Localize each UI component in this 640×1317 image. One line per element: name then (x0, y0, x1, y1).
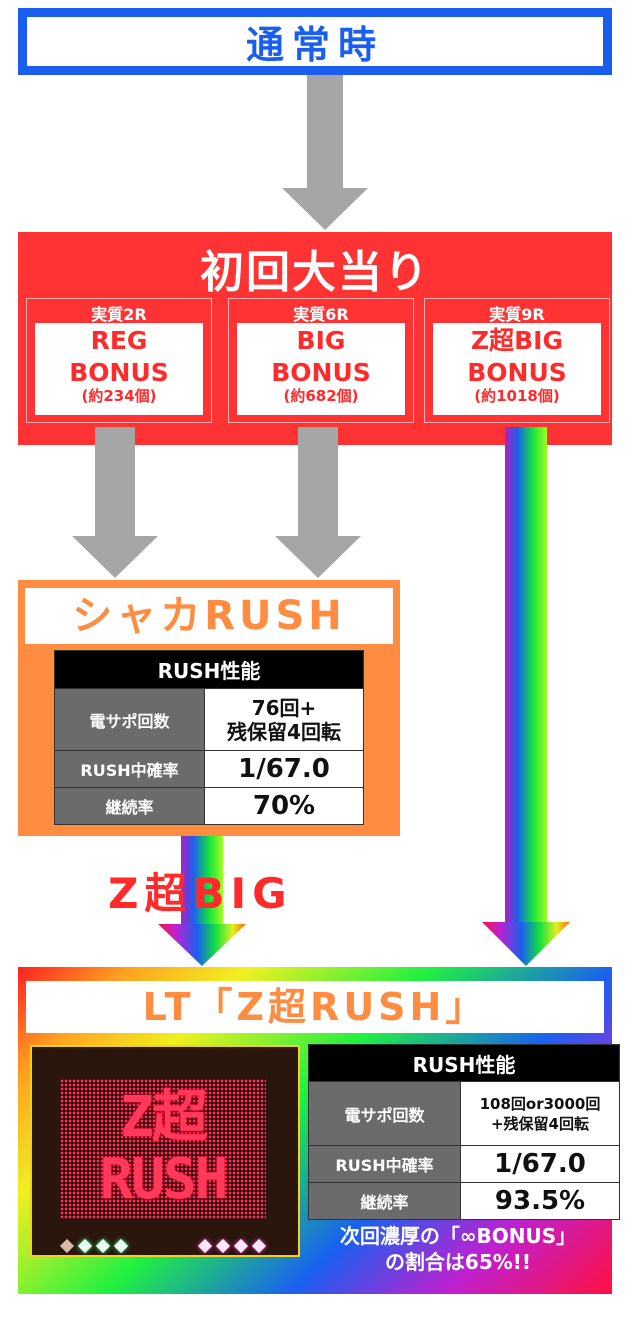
diamond-lamp-icon (233, 1238, 249, 1254)
infinity-bonus-note: 次回濃厚の「∞BONUS」 の割合は65%!! (308, 1223, 608, 1275)
row-value: 70% (204, 787, 364, 825)
lt-title-box: LT「Z超RUSH」 (26, 981, 604, 1033)
row-value-line2: +残保留4回転 (490, 1114, 589, 1133)
first-hit-title: 初回大当り (200, 247, 430, 298)
arrow-reg-to-shaka-shaft (95, 427, 135, 537)
diamond-lamp-icon (197, 1238, 213, 1254)
shaka-rush-title: シャカRUSH (72, 593, 346, 639)
diamond-lamp-icon (251, 1238, 267, 1254)
table-row: 電サポ回数 76回+ 残保留4回転 (54, 688, 364, 751)
arrow-big-to-shaka-shaft (298, 427, 338, 537)
row-value: 108回or3000回 +残保留4回転 (460, 1081, 620, 1146)
bonus-round: 実質9R (489, 305, 545, 324)
diamond-lamp-icon (113, 1238, 129, 1254)
table-row: 電サポ回数 108回or3000回 +残保留4回転 (308, 1081, 620, 1146)
arrow-reg-to-shaka-head-icon (72, 536, 158, 578)
bonus-count: (約1018個) (474, 387, 560, 405)
bonus-name-line1: BIG (296, 326, 346, 355)
shaka-rush-box: シャカRUSH RUSH性能 電サポ回数 76回+ 残保留4回転 RUSH中確率… (18, 580, 400, 836)
arrow-shaka-to-lt-head-icon (158, 924, 246, 966)
row-value-line1: 76回+ (251, 695, 317, 720)
diamond-lamp-icon (77, 1238, 93, 1254)
table-row: 継続率 93.5% (308, 1182, 620, 1220)
row-label: 電サポ回数 (308, 1081, 461, 1146)
note-line1: 次回濃厚の「∞BONUS」 (339, 1224, 577, 1248)
row-value-line2: 残保留4回転 (227, 719, 341, 744)
bonus-round: 実質2R (91, 305, 147, 324)
row-value: 1/67.0 (460, 1145, 620, 1183)
bonus-inner: BIG BONUS (約682個) (237, 323, 405, 415)
bonus-inner: Z超BIG BONUS (約1018個) (433, 323, 601, 415)
note-line2: の割合は65%!! (384, 1250, 532, 1274)
bonus-inner: REG BONUS (約234個) (35, 323, 203, 415)
z-big-transition-label: Z超BIG (108, 869, 293, 918)
table-row: 継続率 70% (54, 787, 364, 825)
arrow-normal-to-first-hit-head-icon (282, 188, 368, 230)
row-value: 93.5% (460, 1182, 620, 1220)
normal-state-box: 通常時 (18, 8, 612, 75)
bonus-count: (約234個) (81, 387, 157, 405)
first-hit-box: 初回大当り 実質2R REG BONUS (約234個) 実質6R BIG BO… (18, 232, 612, 445)
led-text-line1: Z超 (120, 1085, 208, 1150)
bonus-name-line1: Z超BIG (470, 326, 563, 355)
table-row: RUSH中確率 1/67.0 (308, 1145, 620, 1183)
row-label: RUSH中確率 (308, 1145, 461, 1183)
bonus-round: 実質6R (293, 305, 349, 324)
row-label: 継続率 (54, 787, 205, 825)
arrow-zbig-to-lt-shaft (505, 427, 547, 924)
diamond-lamp-icon (215, 1238, 231, 1254)
shaka-rush-title-box: シャカRUSH (25, 588, 393, 644)
bonus-card-big: 実質6R BIG BONUS (約682個) (228, 298, 414, 423)
bonus-card-reg: 実質2R REG BONUS (約234個) (26, 298, 212, 423)
led-text-line2: RUSH (99, 1147, 229, 1212)
table-header: RUSH性能 (54, 650, 364, 689)
bonus-name-line2: BONUS (271, 358, 371, 387)
lt-rush-spec-table: RUSH性能 電サポ回数 108回or3000回 +残保留4回転 RUSH中確率… (308, 1044, 620, 1220)
z-rush-screen-image: Z超 RUSH (30, 1045, 300, 1257)
bonus-card-z-big: 実質9R Z超BIG BONUS (約1018個) (424, 298, 610, 423)
arrow-normal-to-first-hit-shaft (307, 75, 343, 189)
led-text: Z超 RUSH (60, 1079, 266, 1219)
diamond-lamp-icon (95, 1238, 111, 1254)
row-label: 継続率 (308, 1182, 461, 1220)
table-row: RUSH中確率 1/67.0 (54, 750, 364, 788)
shaka-rush-spec-table: RUSH性能 電サポ回数 76回+ 残保留4回転 RUSH中確率 1/67.0 … (54, 650, 364, 825)
bonus-name-line2: BONUS (69, 358, 169, 387)
bonus-count: (約682個) (283, 387, 359, 405)
row-value: 1/67.0 (204, 750, 364, 788)
bonus-name-line1: REG (90, 326, 148, 355)
arrow-shaka-to-lt-shaft (181, 836, 223, 926)
row-label: RUSH中確率 (54, 750, 205, 788)
row-label: 電サポ回数 (54, 688, 205, 751)
table-header: RUSH性能 (308, 1044, 620, 1082)
led-panel (60, 1079, 266, 1219)
arrow-zbig-to-lt-head-icon (482, 922, 570, 966)
normal-state-title: 通常時 (245, 23, 384, 67)
arrow-big-to-shaka-head-icon (275, 536, 361, 578)
lt-z-rush-box: LT「Z超RUSH」 Z超 RUSH RUSH性能 電サポ回数 108回or30… (18, 967, 620, 1294)
row-value-line1: 108回or3000回 (479, 1094, 601, 1113)
row-value: 76回+ 残保留4回転 (204, 688, 364, 751)
bonus-name-line2: BONUS (467, 358, 567, 387)
lt-title: LT「Z超RUSH」 (142, 985, 488, 1029)
diamond-lamp-icon (59, 1238, 75, 1254)
